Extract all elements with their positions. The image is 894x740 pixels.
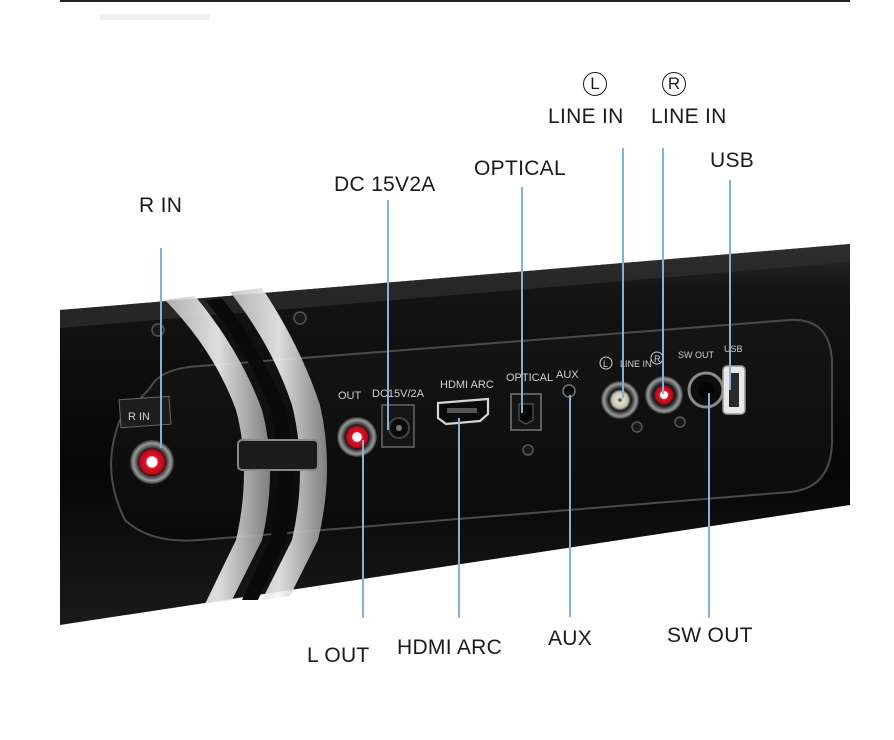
- label-dc: DC 15V2A: [334, 173, 436, 196]
- label-line-in-l: LINE IN: [548, 105, 624, 128]
- panel-print-hdmi: HDMI ARC: [440, 379, 494, 391]
- leader-aux: [569, 395, 571, 617]
- label-r-in: R IN: [139, 194, 183, 217]
- leader-sw-out: [708, 393, 710, 618]
- marker-l: L: [583, 72, 607, 96]
- leader-r-in: [160, 248, 162, 448]
- panel-print-r-in: R IN: [128, 411, 150, 423]
- leader-usb: [729, 180, 731, 390]
- label-aux: AUX: [548, 627, 593, 650]
- panel-print-aux: AUX: [556, 369, 579, 381]
- label-optical: OPTICAL: [474, 157, 566, 180]
- leader-optical: [521, 187, 523, 413]
- leader-hdmi-arc: [458, 418, 460, 618]
- top-rule: [60, 0, 850, 2]
- leader-line-in-l: [622, 148, 624, 398]
- panel-print-line-l: L: [603, 359, 608, 369]
- screw: [522, 444, 534, 456]
- leader-line-in-r: [662, 148, 664, 394]
- marker-r: R: [662, 72, 686, 96]
- screw: [631, 421, 643, 433]
- label-hdmi-arc: HDMI ARC: [397, 636, 503, 659]
- panel-print-sw-out: SW OUT: [678, 350, 714, 360]
- screw: [151, 323, 165, 337]
- screw: [674, 416, 686, 428]
- panel-print-usb: USB: [724, 344, 743, 354]
- label-usb: USB: [710, 149, 755, 172]
- label-sw-out: SW OUT: [667, 624, 753, 647]
- leader-dc: [387, 200, 389, 430]
- panel-print-line-in: LINE IN: [620, 359, 652, 369]
- panel-print-l-out: OUT: [338, 390, 362, 402]
- leader-l-out: [362, 440, 364, 618]
- panel-print-dc: DC15V/2A: [372, 388, 425, 400]
- panel-print-optical: OPTICAL: [506, 372, 553, 384]
- cable-strap: [165, 296, 270, 604]
- label-l-out: L OUT: [307, 644, 370, 667]
- top-tab: [100, 14, 210, 20]
- screw: [293, 311, 307, 325]
- panel-print-line-r: R: [654, 354, 661, 364]
- label-line-in-r: LINE IN: [651, 105, 727, 128]
